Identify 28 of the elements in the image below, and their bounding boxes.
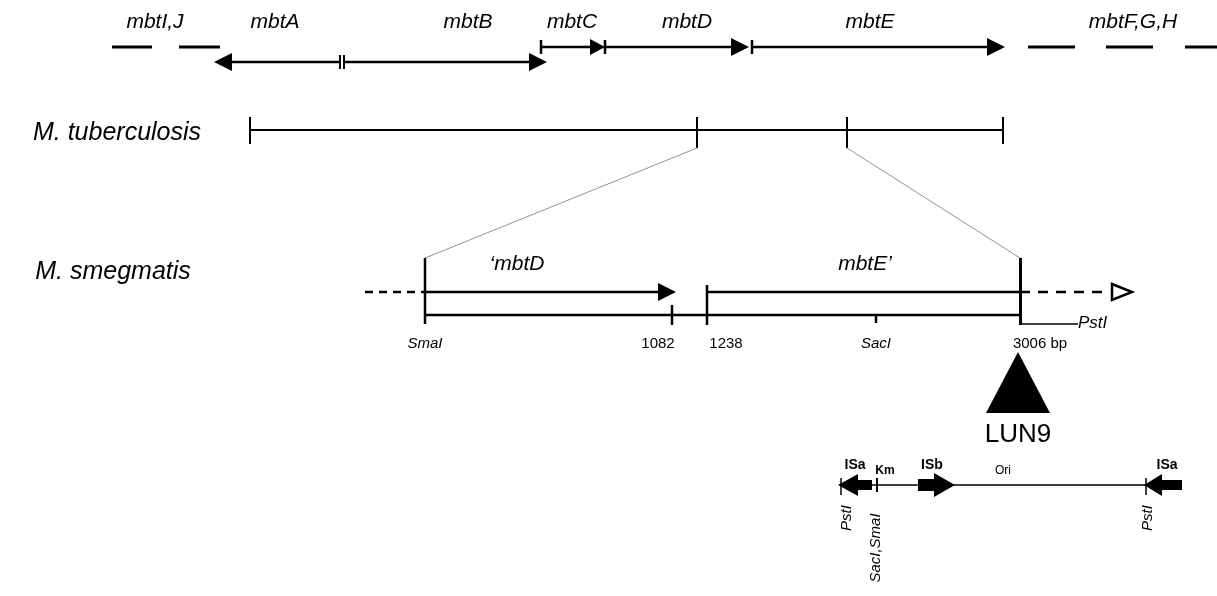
element-label: ISb [921, 457, 943, 471]
site-label: PstI [837, 505, 853, 531]
element-label: Ori [995, 464, 1011, 476]
insertion-label: LUN9 [984, 420, 1052, 446]
gene-label: mbtI,J [126, 9, 184, 31]
organism-label: M. smegmatis [35, 257, 191, 283]
site-label: PstI [1078, 314, 1108, 331]
element-label: ISa [1156, 457, 1178, 471]
element-label: ISa [844, 457, 866, 471]
gene-label: mbtF,G,H [1088, 9, 1178, 31]
site-label: SacI,SmaI [866, 513, 882, 583]
site-tick [1019, 258, 1022, 325]
site-label: SacI [861, 334, 891, 350]
site-label: PstI [1138, 505, 1154, 531]
gene-label: ‘mbtD [489, 251, 545, 273]
gene-label: mbtB [443, 9, 493, 31]
site-label: SmaI [407, 334, 443, 350]
leader-line [1021, 323, 1079, 325]
gene-label: mbtE [845, 9, 895, 31]
element-label: Km [875, 464, 895, 476]
position-label: 3006 bp [1012, 334, 1068, 350]
position-label: 1082 [641, 334, 675, 350]
gene-label: mbtD [661, 9, 713, 31]
gene-label: mbtE’ [838, 251, 892, 273]
position-label: 1238 [709, 334, 743, 350]
organism-label: M. tuberculosis [32, 118, 202, 144]
gene-label: mbtA [250, 9, 300, 31]
gene-label: mbtC [546, 9, 598, 31]
